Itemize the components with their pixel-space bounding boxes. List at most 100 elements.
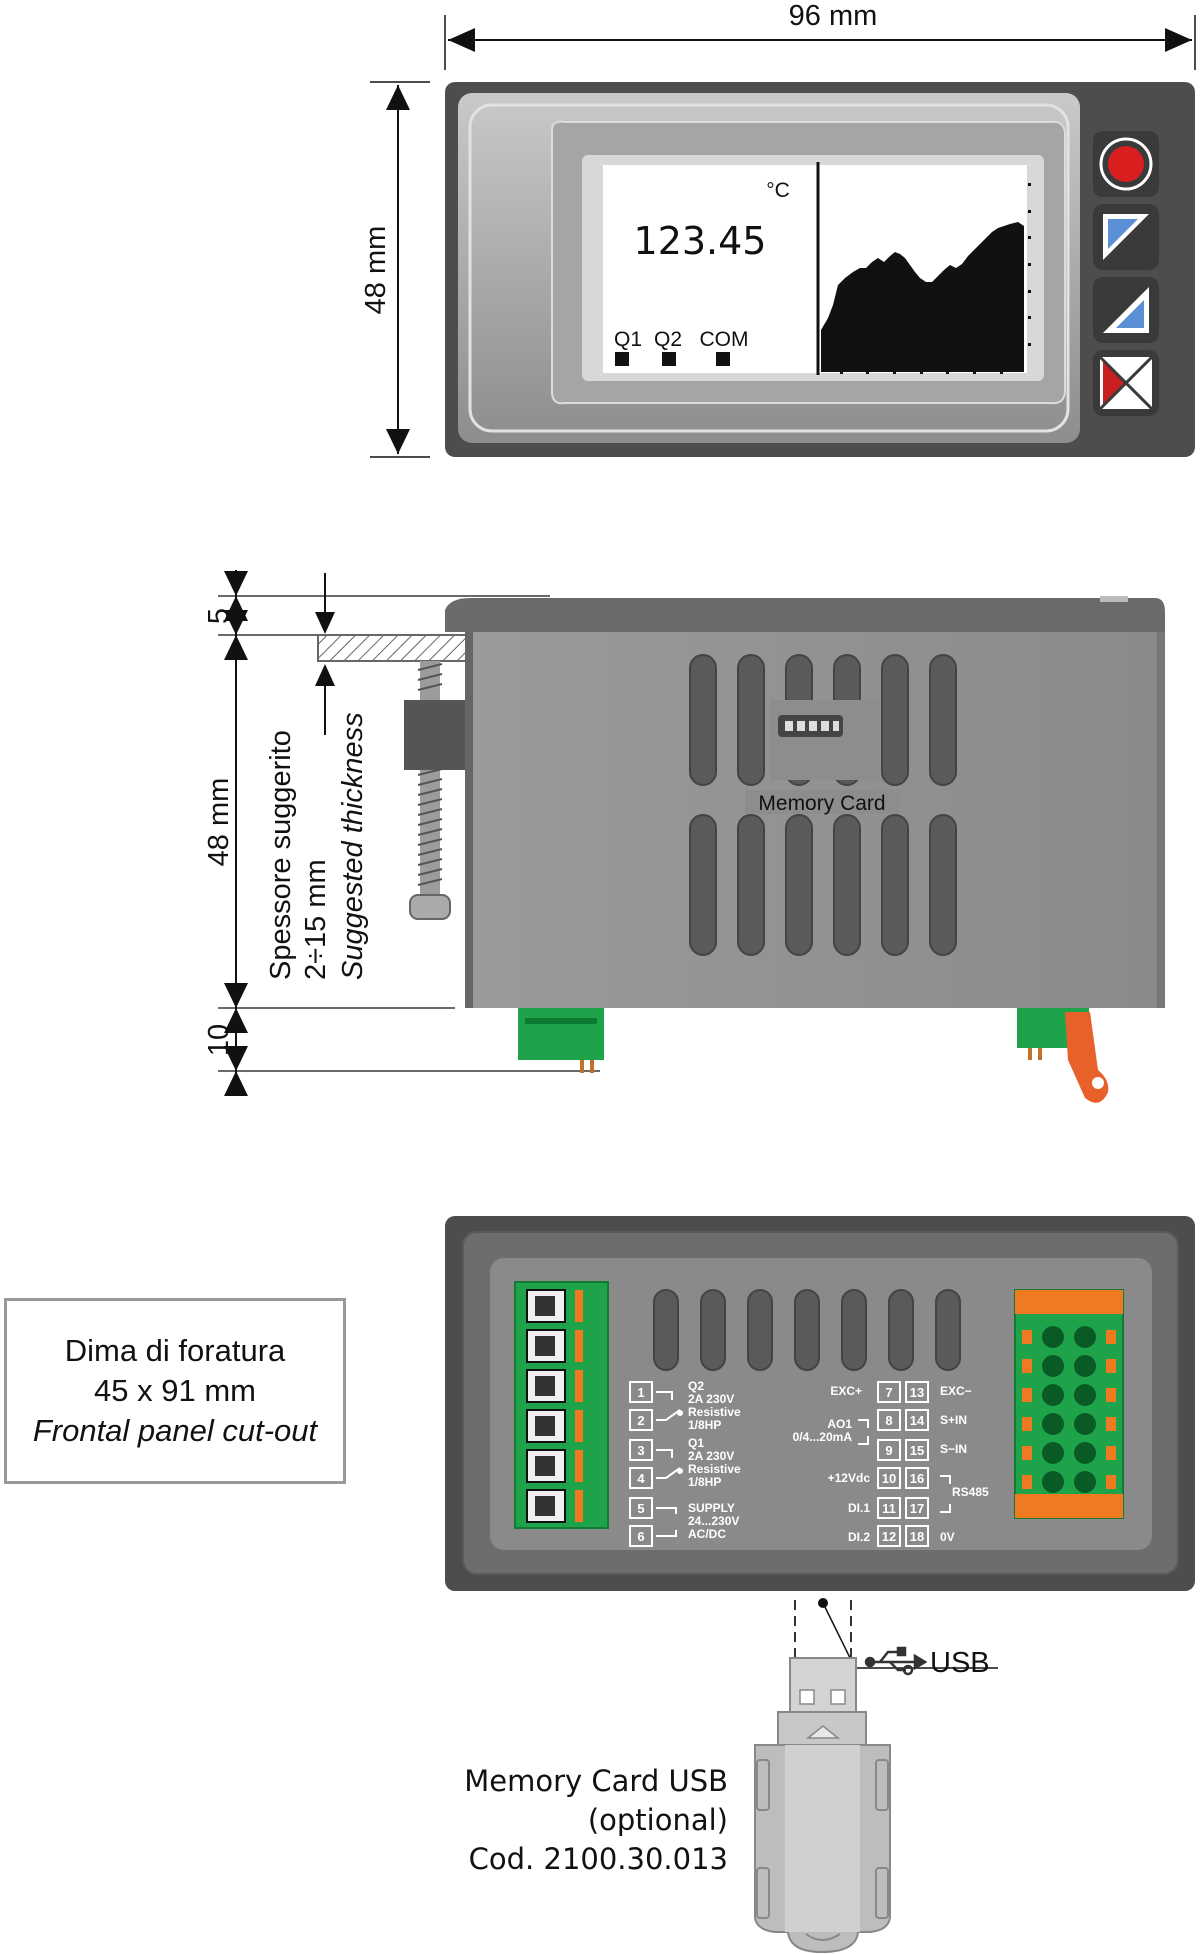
terminal-pin xyxy=(1038,1048,1042,1060)
thickness-label-it: Spessore suggerito xyxy=(265,730,297,980)
q1-type: Resistive xyxy=(688,1462,741,1476)
memory-card-code: Cod. 2100.30.013 xyxy=(468,1842,728,1876)
memory-card-slot-label: Memory Card xyxy=(758,792,885,815)
indicator-q2-led xyxy=(662,352,676,366)
arrow-up-icon xyxy=(224,635,248,660)
usb-port-pins xyxy=(785,721,839,731)
memory-card-title: Memory Card USB xyxy=(464,1764,728,1798)
usb-plug-hole xyxy=(799,1689,815,1705)
vent-cover xyxy=(770,700,880,780)
usb-loop-inner xyxy=(805,1933,841,1941)
indicator-q1-led xyxy=(615,352,629,366)
terminal-12: 12 xyxy=(882,1529,896,1544)
rs485-symbol xyxy=(940,1475,951,1513)
usb-body-center xyxy=(785,1745,860,1932)
terminal-numbers-left xyxy=(629,1381,653,1547)
record-icon xyxy=(1108,146,1144,182)
terminal-block-left xyxy=(518,1008,604,1060)
arrow-up-icon xyxy=(224,1008,248,1033)
side-view: 5 48 mm 10 Spessore suggerito 2÷15 mm Su… xyxy=(203,570,1165,1103)
signal-terminal-block xyxy=(1014,1289,1124,1519)
arrow-down-icon xyxy=(224,610,248,635)
ao1-range: 0/4...20mA xyxy=(793,1430,853,1444)
ao1-symbol xyxy=(858,1419,869,1445)
terminal-pin xyxy=(1028,1048,1032,1060)
triangle-up-icon xyxy=(1116,300,1144,328)
relay-symbols xyxy=(656,1391,683,1537)
triangle-down-icon xyxy=(1108,219,1138,249)
cutout-title: Dima di foratura xyxy=(64,1333,286,1368)
down-button[interactable] xyxy=(1093,204,1159,270)
di2-label: DI.2 xyxy=(848,1530,870,1544)
terminal-9: 9 xyxy=(885,1443,892,1458)
connector-lever xyxy=(1065,1012,1109,1103)
unit-label: °C xyxy=(766,179,790,202)
exc-plus-label: EXC+ xyxy=(830,1384,862,1398)
ao1-label: AO1 xyxy=(827,1417,852,1431)
cutout-box: Dima di foratura 45 x 91 mm Frontal pane… xyxy=(4,1298,346,1484)
0v-label: 0V xyxy=(940,1530,955,1544)
up-button[interactable] xyxy=(1093,277,1159,343)
usb-label: USB xyxy=(930,1647,990,1679)
memory-card-caption: Memory Card USB (optional) Cod. 2100.30.… xyxy=(464,1762,728,1879)
case-edge-right xyxy=(1157,632,1165,1008)
terminal-lever-top xyxy=(1015,1290,1123,1314)
trend-axis-ticks xyxy=(840,183,1031,374)
terminal-8: 8 xyxy=(885,1413,892,1428)
terminal-detail xyxy=(525,1018,597,1024)
arrow-left-icon xyxy=(448,28,475,52)
screw-head xyxy=(409,894,451,920)
clamp-block xyxy=(404,700,466,770)
di1-label: DI.1 xyxy=(848,1501,870,1515)
terminal-5: 5 xyxy=(637,1501,644,1516)
arrow-down-icon xyxy=(224,983,248,1008)
thickness-range: 2÷15 mm xyxy=(300,859,332,980)
rear-vents xyxy=(653,1289,961,1371)
dim-5-label: 5 xyxy=(203,608,235,624)
terminal-7: 7 xyxy=(885,1385,892,1400)
usb-collar-arrow xyxy=(805,1725,841,1739)
usb-body-details xyxy=(756,1759,889,1919)
s-minus-in-label: S−IN xyxy=(940,1442,967,1456)
arrow-down-icon xyxy=(224,1046,248,1071)
q1-label: Q1 xyxy=(688,1436,704,1450)
terminal-2: 2 xyxy=(637,1413,644,1428)
usb-lanyard-loop xyxy=(787,1931,859,1954)
terminal-13: 13 xyxy=(910,1385,924,1400)
terminal-10: 10 xyxy=(882,1471,896,1486)
terminal-15: 15 xyxy=(910,1443,924,1458)
lever-hole xyxy=(1092,1077,1104,1089)
memory-card-optional: (optional) xyxy=(587,1803,728,1837)
arrow-down-icon xyxy=(224,571,248,596)
terminal-6: 6 xyxy=(637,1529,644,1544)
cancel-button[interactable] xyxy=(1093,350,1159,416)
12vdc-label: +12Vdc xyxy=(828,1471,871,1485)
dim-48-label: 48 mm xyxy=(203,778,235,867)
indicator-q1-label: Q1 xyxy=(614,328,642,351)
label-bg xyxy=(745,790,900,814)
trend-graph xyxy=(821,222,1024,372)
record-button[interactable] xyxy=(1093,131,1159,197)
bezel-clip xyxy=(1100,596,1128,602)
terminal-11: 11 xyxy=(882,1501,896,1516)
terminal-17: 17 xyxy=(910,1501,924,1516)
cross-icon xyxy=(1103,360,1126,406)
indicator-q2-label: Q2 xyxy=(654,328,682,351)
rear-view: 1 2 3 4 5 6 Q2 2A 230V Resistive 1/8HP Q… xyxy=(445,1216,1195,1679)
dim-10-label: 10 xyxy=(203,1024,235,1056)
terminal-16: 16 xyxy=(910,1471,924,1486)
q2-type: Resistive xyxy=(688,1405,741,1419)
terminal-numbers-mid xyxy=(877,1381,901,1547)
q2-rating: 2A 230V xyxy=(688,1392,734,1406)
q2-hp: 1/8HP xyxy=(688,1418,721,1432)
usb-memory-card xyxy=(754,1657,891,1954)
process-value: 123.45 xyxy=(634,219,767,263)
terminal-4: 4 xyxy=(637,1471,645,1486)
usb-icon xyxy=(864,1646,928,1676)
arrow-right-icon xyxy=(1165,28,1192,52)
arrow-down-icon xyxy=(315,612,335,634)
cutout-size: 45 x 91 mm xyxy=(94,1373,256,1408)
terminal-pin xyxy=(580,1060,584,1073)
bezel-rim xyxy=(468,103,1070,433)
arrow-up-icon xyxy=(386,85,410,110)
